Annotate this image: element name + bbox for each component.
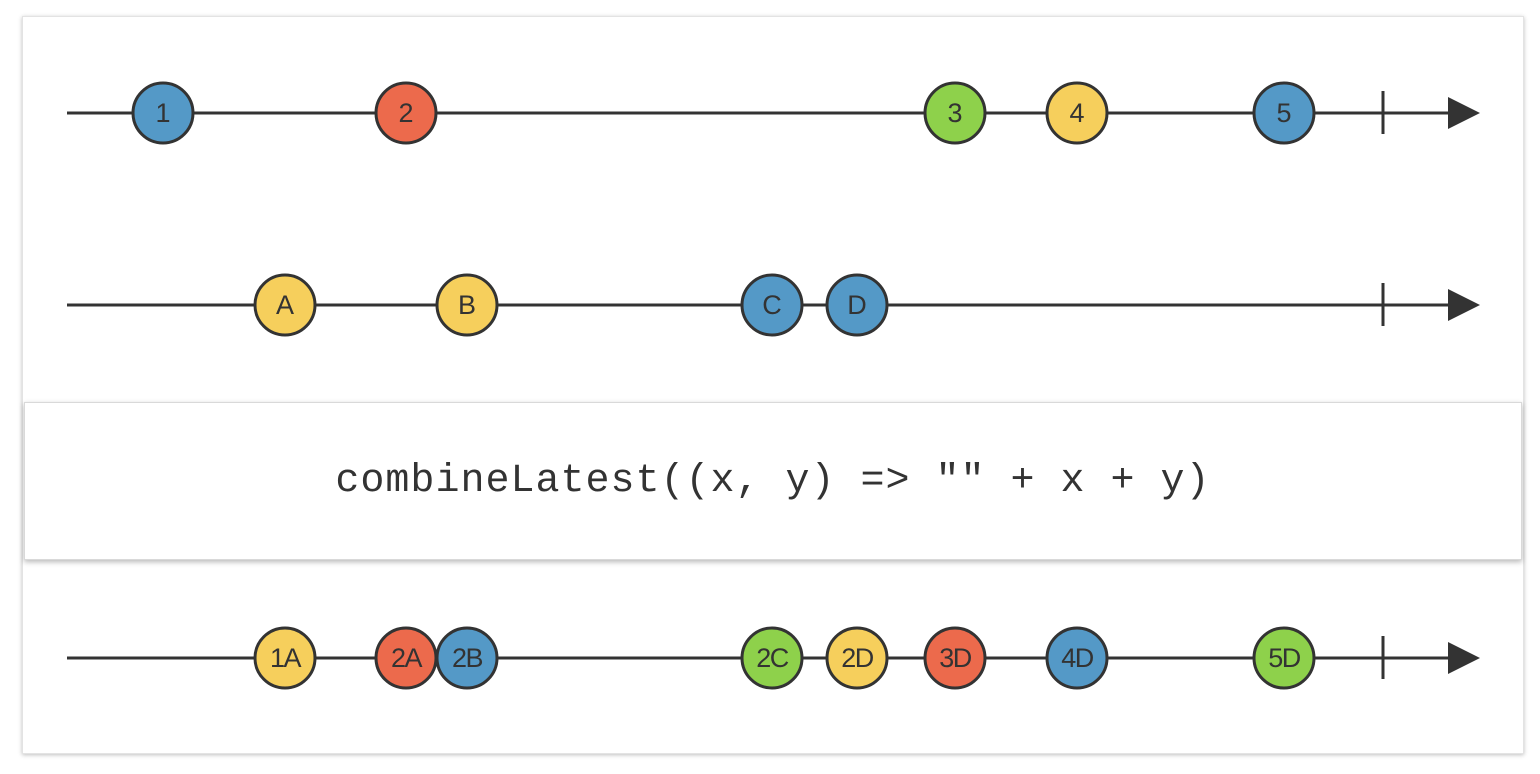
marble-2D: 2D xyxy=(825,626,889,690)
marbles-output: 1A 2A 2B 2C 2D 3D 4D 5D xyxy=(253,626,1316,690)
marble-2B: 2B xyxy=(435,626,499,690)
marble-1: 1 xyxy=(131,81,195,145)
marble-3D: 3D xyxy=(923,626,987,690)
marble-2: 2 xyxy=(374,81,438,145)
svg-text:3D: 3D xyxy=(939,643,972,673)
marbles-input-1: 1 2 3 4 5 xyxy=(131,81,1316,145)
svg-text:4D: 4D xyxy=(1061,643,1094,673)
svg-text:1A: 1A xyxy=(270,643,302,673)
marble-D: D xyxy=(825,273,889,337)
marble-A: A xyxy=(253,273,317,337)
svg-text:B: B xyxy=(458,290,476,320)
svg-text:2: 2 xyxy=(398,98,413,128)
svg-text:2D: 2D xyxy=(841,643,874,673)
timeline-arrow-icon xyxy=(1448,289,1480,321)
timeline-input-1 xyxy=(67,91,1480,134)
svg-text:4: 4 xyxy=(1069,98,1084,128)
marble-5: 5 xyxy=(1252,81,1316,145)
svg-text:2C: 2C xyxy=(756,643,789,673)
operator-label: combineLatest((x, y) => "" + x + y) xyxy=(335,458,1211,504)
svg-text:2A: 2A xyxy=(391,643,423,673)
svg-text:5: 5 xyxy=(1276,98,1291,128)
marble-4D: 4D xyxy=(1045,626,1109,690)
marble-4: 4 xyxy=(1045,81,1109,145)
marble-2C: 2C xyxy=(740,626,804,690)
svg-text:1: 1 xyxy=(155,98,170,128)
marble-B: B xyxy=(435,273,499,337)
svg-text:D: D xyxy=(847,290,867,320)
svg-text:A: A xyxy=(276,290,294,320)
marble-1A: 1A xyxy=(253,626,317,690)
svg-text:C: C xyxy=(762,290,782,320)
marble-2A: 2A xyxy=(374,626,438,690)
marble-5D: 5D xyxy=(1252,626,1316,690)
timeline-arrow-icon xyxy=(1448,97,1480,129)
timeline-arrow-icon xyxy=(1448,642,1480,674)
marble-3: 3 xyxy=(923,81,987,145)
svg-text:5D: 5D xyxy=(1268,643,1301,673)
marbles-input-2: A B C D xyxy=(253,273,889,337)
marble-C: C xyxy=(740,273,804,337)
svg-text:2B: 2B xyxy=(452,643,483,673)
svg-text:3: 3 xyxy=(947,98,962,128)
operator-box: combineLatest((x, y) => "" + x + y) xyxy=(24,402,1522,560)
